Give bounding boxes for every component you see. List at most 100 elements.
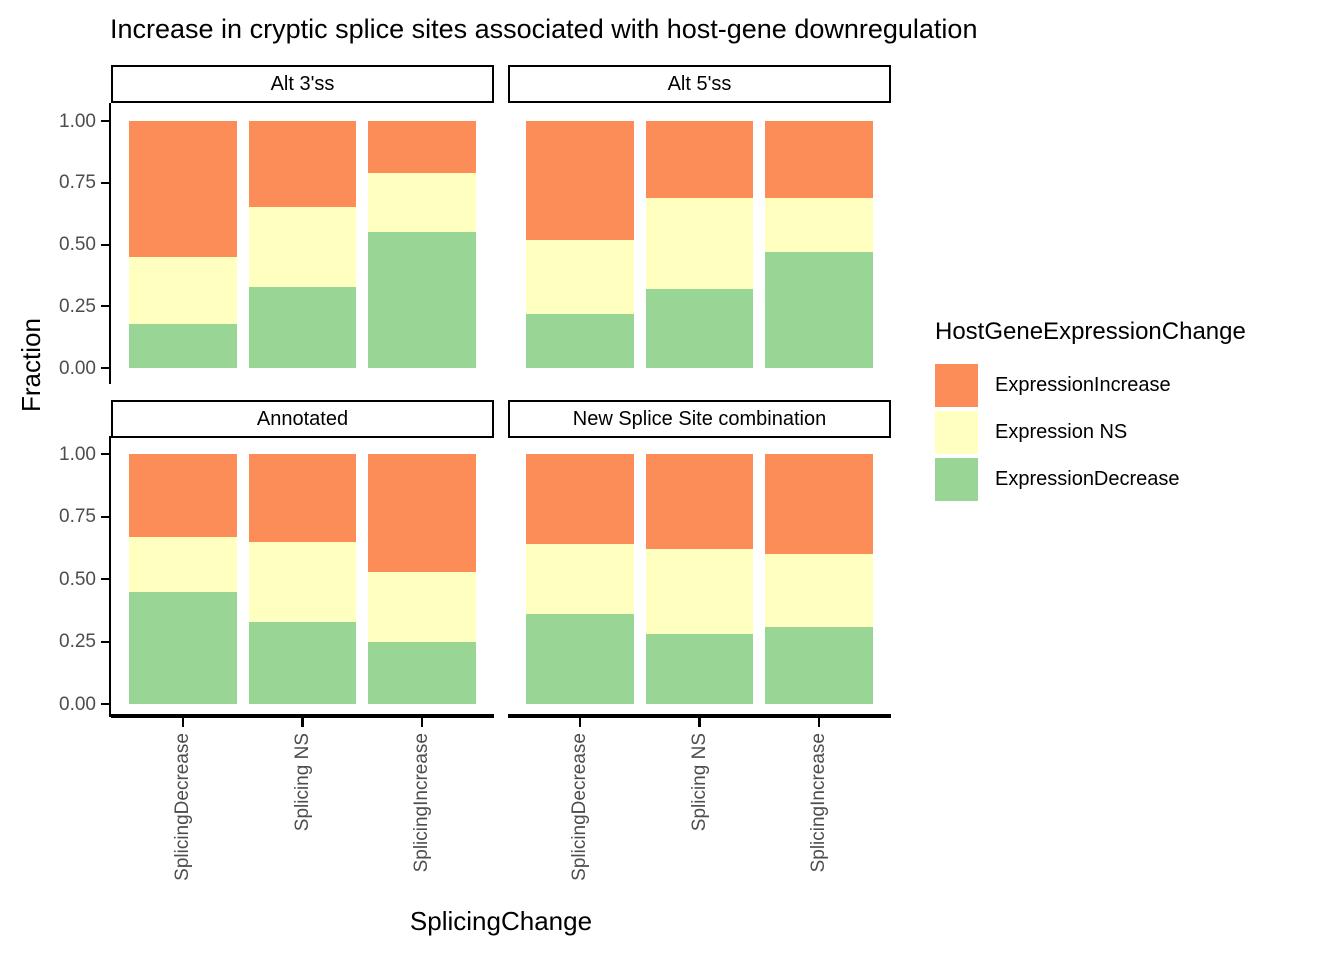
x-axis-tick xyxy=(421,717,424,727)
x-axis-tick-label: Splicing NS xyxy=(291,733,313,832)
bar-segment-expression-ns xyxy=(129,536,237,592)
y-axis-tick xyxy=(100,515,109,518)
x-axis-tick xyxy=(698,717,701,727)
legend-title: HostGeneExpressionChange xyxy=(935,318,1246,345)
y-axis-title: Fraction xyxy=(16,318,46,412)
legend-item-label: Expression NS xyxy=(995,421,1128,443)
bar-segment-expressionincrease xyxy=(645,454,754,549)
y-axis-tick xyxy=(100,367,109,370)
x-axis-title: SplicingChange xyxy=(409,906,593,936)
facet-strip-alt-5ss: Alt 5'ss xyxy=(508,65,891,103)
plot-area xyxy=(111,121,494,368)
x-axis-tick xyxy=(181,717,184,727)
stacked-bar-splicing-ns xyxy=(645,121,754,368)
bar-segment-expression-ns xyxy=(765,554,873,627)
y-axis-tick-label: 0.25 xyxy=(59,631,96,652)
bar-segment-expressionincrease xyxy=(526,454,634,544)
y-axis-tick-label: 0.25 xyxy=(59,295,96,317)
y-axis-line xyxy=(108,103,111,384)
bar-segment-expressiondecrease xyxy=(765,626,873,704)
y-axis-tick xyxy=(100,120,109,123)
y-axis-tick-label: 1.00 xyxy=(59,110,96,132)
y-axis-tick xyxy=(100,305,109,308)
bar-segment-expressiondecrease xyxy=(526,614,634,704)
bar-segment-expressionincrease xyxy=(248,454,357,542)
stacked-bar-splicingincrease xyxy=(765,454,873,704)
legend-key-swatch xyxy=(935,458,978,501)
facet-panel-alt-3ss xyxy=(111,108,494,381)
y-axis-tick-label: 1.00 xyxy=(59,443,96,465)
bar-segment-expression-ns xyxy=(368,571,476,642)
plot-area xyxy=(111,454,494,704)
chart-title: Increase in cryptic splice sites associa… xyxy=(110,14,978,44)
bar-segment-expressionincrease xyxy=(368,454,476,572)
bar-segment-expression-ns xyxy=(129,256,237,324)
legend-item: ExpressionDecrease xyxy=(935,458,1246,501)
stacked-bar-splicingdecrease xyxy=(129,454,237,704)
facet-panel-annotated xyxy=(111,441,494,714)
bar-segment-expressiondecrease xyxy=(645,634,754,704)
stacked-bar-splicing-ns xyxy=(248,121,357,368)
stacked-bar-splicing-ns xyxy=(645,454,754,704)
legend-item-label: ExpressionIncrease xyxy=(995,374,1171,396)
legend-item-label: ExpressionDecrease xyxy=(995,468,1180,490)
facet-strip-label: Alt 3'ss xyxy=(270,72,335,95)
stacked-bar-splicingdecrease xyxy=(129,121,237,368)
bar-segment-expression-ns xyxy=(765,197,873,252)
x-axis-tick-label: SplicingIncrease xyxy=(808,733,830,873)
y-axis-tick-label: 0.00 xyxy=(59,693,96,715)
bar-segment-expression-ns xyxy=(526,239,634,314)
bar-segment-expression-ns xyxy=(248,541,357,622)
facet-strip-annotated: Annotated xyxy=(111,400,494,438)
bar-segment-expressionincrease xyxy=(248,121,357,208)
y-axis-tick xyxy=(100,243,109,246)
y-axis-tick-label: 0.00 xyxy=(59,357,96,379)
y-axis-tick xyxy=(100,703,109,706)
x-axis-tick-label: SplicingIncrease xyxy=(411,733,433,873)
bar-segment-expressionincrease xyxy=(368,121,476,173)
stacked-bar-splicingdecrease xyxy=(526,454,634,704)
stacked-bar-splicingincrease xyxy=(368,454,476,704)
plot-area xyxy=(508,121,891,368)
bar-segment-expressiondecrease xyxy=(368,641,476,704)
facet-strip-alt-3ss: Alt 3'ss xyxy=(111,65,494,103)
facet-panel-new-splice-site-combination xyxy=(508,441,891,714)
facet-strip-label: Annotated xyxy=(256,407,349,430)
plot-area xyxy=(508,454,891,704)
bar-segment-expressionincrease xyxy=(129,454,237,537)
y-axis-tick xyxy=(100,640,109,643)
facet-strip-new-splice-site-combination: New Splice Site combination xyxy=(508,400,891,438)
bar-segment-expressionincrease xyxy=(129,121,237,257)
bar-segment-expression-ns xyxy=(368,172,476,233)
bar-segment-expressionincrease xyxy=(526,121,634,240)
stacked-bar-splicing-ns xyxy=(248,454,357,704)
bar-segment-expressiondecrease xyxy=(765,251,873,368)
bar-segment-expressiondecrease xyxy=(129,591,237,704)
x-axis-line xyxy=(111,714,494,718)
legend: HostGeneExpressionChange ExpressionIncre… xyxy=(935,318,1246,505)
bar-segment-expressiondecrease xyxy=(368,232,476,368)
bar-segment-expressionincrease xyxy=(645,121,754,198)
bar-segment-expressiondecrease xyxy=(526,313,634,368)
y-axis-tick xyxy=(100,578,109,581)
bar-segment-expressiondecrease xyxy=(248,286,357,368)
stacked-bar-splicingincrease xyxy=(368,121,476,368)
facet-panel-alt-5ss xyxy=(508,108,891,381)
bar-segment-expression-ns xyxy=(645,197,754,289)
y-axis-tick xyxy=(100,181,109,184)
x-axis-tick-label: SplicingDecrease xyxy=(568,733,590,881)
facet-strip-label: Alt 5'ss xyxy=(667,72,732,95)
stacked-bar-splicingdecrease xyxy=(526,121,634,368)
x-axis-tick-label: SplicingDecrease xyxy=(171,733,193,881)
y-axis-line xyxy=(108,436,111,717)
bar-segment-expressiondecrease xyxy=(645,288,754,368)
legend-item: ExpressionIncrease xyxy=(935,364,1246,407)
bar-segment-expression-ns xyxy=(248,207,357,287)
y-axis-tick xyxy=(100,453,109,456)
bar-segment-expression-ns xyxy=(645,549,754,634)
legend-item: Expression NS xyxy=(935,411,1246,454)
y-axis-tick-label: 0.75 xyxy=(59,506,96,527)
y-axis-tick-label: 0.75 xyxy=(59,172,96,194)
stacked-bar-splicingincrease xyxy=(765,121,873,368)
